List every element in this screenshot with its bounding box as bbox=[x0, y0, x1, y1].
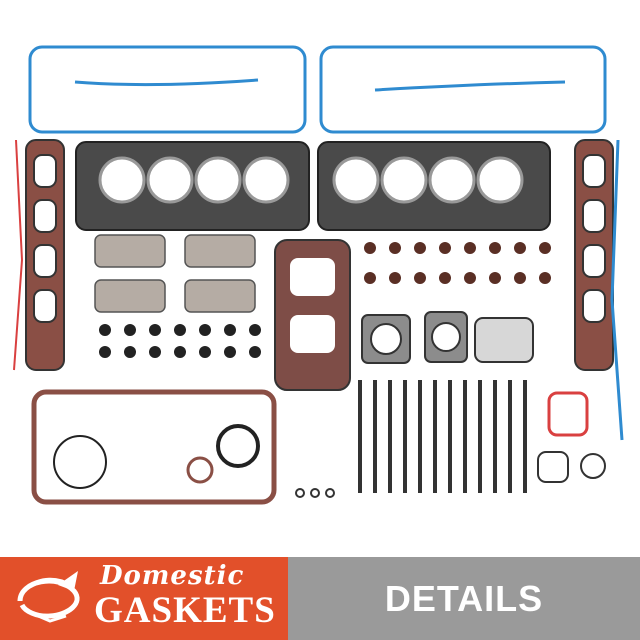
valve-cover-gasket-right bbox=[319, 45, 607, 134]
brand-name-main: GASKETS bbox=[94, 590, 276, 631]
head-bolt-group bbox=[358, 380, 527, 493]
details-button[interactable]: DETAILS bbox=[288, 557, 640, 640]
throttle-body-gasket-group bbox=[361, 311, 534, 364]
upper-intake-gasket bbox=[274, 239, 351, 391]
footer-banner: Domestic GASKETS DETAILS bbox=[0, 557, 640, 640]
head-gasket-right bbox=[317, 141, 551, 231]
blue-seal-strip-right bbox=[610, 139, 624, 441]
details-button-label: DETAILS bbox=[384, 577, 544, 619]
head-gasket-left bbox=[75, 141, 310, 231]
o-ring-group bbox=[295, 391, 606, 498]
exhaust-manifold-gasket-group bbox=[94, 234, 256, 313]
brand-name-top: Domestic bbox=[100, 561, 245, 591]
brand-logo-icon bbox=[17, 571, 80, 623]
product-photo bbox=[13, 45, 624, 505]
brand-panel: Domestic GASKETS bbox=[0, 557, 288, 640]
valve-stem-seal-group bbox=[364, 242, 551, 284]
valve-cover-gasket-left bbox=[28, 45, 307, 134]
oil-pan-gasket bbox=[31, 389, 277, 505]
intake-manifold-gasket-right bbox=[574, 139, 614, 371]
black-seal-group bbox=[99, 324, 261, 358]
intake-manifold-gasket-left bbox=[25, 139, 65, 371]
red-seal-strip-left bbox=[13, 139, 24, 371]
